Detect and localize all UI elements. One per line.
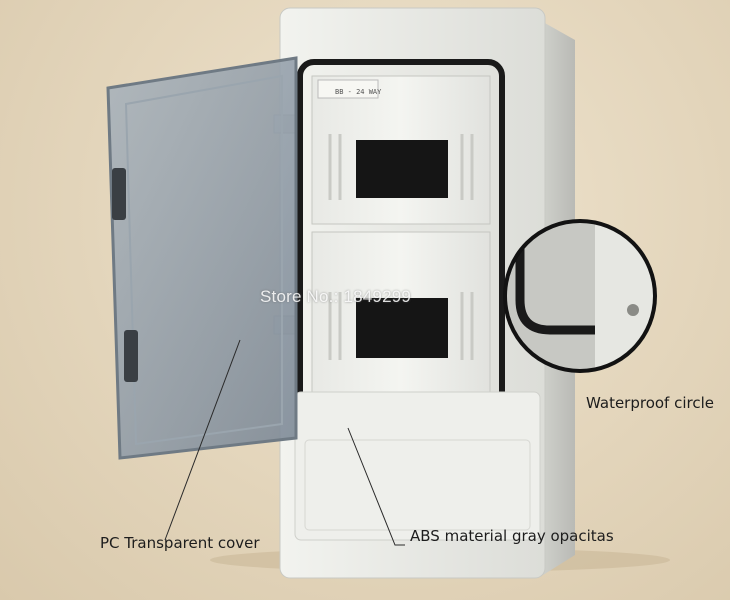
lower-latch (124, 330, 138, 382)
zoom-circle-ring (503, 219, 657, 373)
transparent-cover (106, 56, 298, 460)
abs-leader-line (347, 427, 405, 546)
abs-material-label: ABS material gray opacitas (410, 527, 614, 545)
upper-latch (112, 168, 126, 220)
rating-label-plate (317, 79, 379, 99)
base-recess (304, 439, 531, 531)
lower-breaker-window (356, 298, 448, 358)
enclosure-base (294, 391, 541, 541)
waterproof-circle-label: Waterproof circle (586, 394, 714, 412)
pc-cover-label: PC Transparent cover (100, 534, 260, 552)
upper-breaker-window (356, 140, 448, 198)
store-watermark: Store No.: 1849299 (260, 287, 412, 306)
rating-label-text: BB - 24 WAY (335, 88, 382, 96)
cover-leader-line (164, 339, 241, 541)
